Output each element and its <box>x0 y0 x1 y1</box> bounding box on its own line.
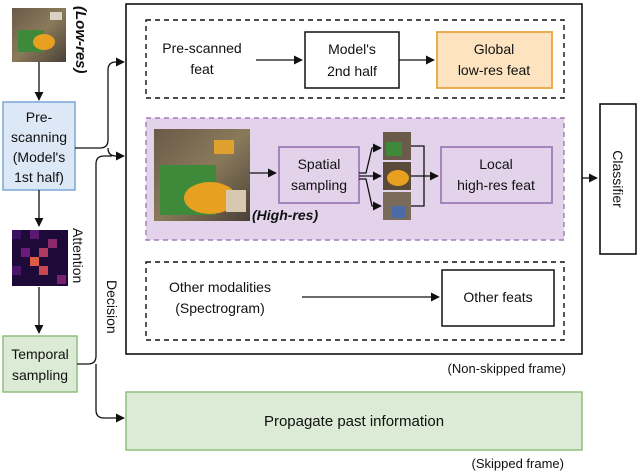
other-feats-label: Other feats <box>463 289 532 305</box>
prescanning-line-1: Pre- <box>26 109 53 125</box>
decision-label: Decision <box>104 280 120 334</box>
propagate-box: Propagate past information <box>125 391 583 451</box>
non-skipped-panel <box>125 3 583 355</box>
skipped-caption: (Skipped frame) <box>472 456 564 471</box>
models-2nd-half-line-1: Model's <box>328 41 376 57</box>
spatial-sampling-line-2: sampling <box>291 177 347 193</box>
low-res-label: (Low-res) <box>72 6 89 74</box>
temporal-line-1: Temporal <box>11 346 69 362</box>
high-res-label: (High-res) <box>252 207 318 223</box>
temporal-line-2: sampling <box>12 367 68 383</box>
prescanned-feat-line-1: Pre-scanned <box>162 40 241 56</box>
global-feat-line-2: low-res feat <box>458 62 530 78</box>
prescanned-section <box>145 19 565 99</box>
spatial-sampling-line-1: Spatial <box>298 156 341 172</box>
spatial-sampling-box: Spatial sampling <box>278 146 360 204</box>
propagate-label: Propagate past information <box>264 413 444 430</box>
other-modalities-line-2: (Spectrogram) <box>175 300 264 316</box>
local-feat-line-2: high-res feat <box>457 177 535 193</box>
low-res-frame-image <box>12 8 66 62</box>
prescanning-box: Pre- scanning (Model's 1st half) <box>2 101 76 191</box>
other-modalities-line-1: Other modalities <box>169 279 271 295</box>
crop-2-image <box>383 162 411 190</box>
classifier-box: Classifier <box>599 103 637 255</box>
prescanned-feat-line-2: feat <box>190 61 213 77</box>
models-2nd-half-line-2: 2nd half <box>327 63 377 79</box>
crop-3-image <box>383 192 411 220</box>
temporal-sampling-box: Temporal sampling <box>2 335 78 393</box>
other-modalities-section <box>145 261 565 341</box>
global-feat-line-1: Global <box>474 41 514 57</box>
crop-1-image <box>383 132 411 160</box>
prescanning-line-3: (Model's <box>13 149 65 165</box>
local-feat-box: Local high-res feat <box>440 146 553 204</box>
attention-heatmap <box>12 230 68 286</box>
prescanning-line-2: scanning <box>11 129 67 145</box>
attention-label: Attention <box>70 228 86 283</box>
non-skipped-caption: (Non-skipped frame) <box>448 361 567 376</box>
models-2nd-half-box: Model's 2nd half <box>304 31 400 89</box>
high-res-frame-image <box>154 129 250 221</box>
other-feats-box: Other feats <box>441 269 555 327</box>
global-feat-box: Global low-res feat <box>436 31 553 89</box>
classifier-label: Classifier <box>610 150 626 208</box>
local-feat-line-1: Local <box>479 156 512 172</box>
prescanning-line-4: 1st half) <box>14 169 64 185</box>
